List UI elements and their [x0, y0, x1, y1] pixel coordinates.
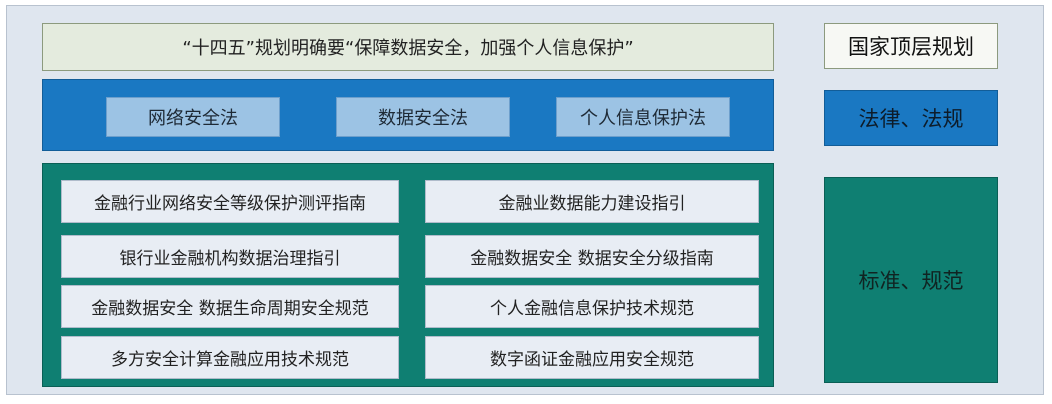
standard-item: 数字函证金融应用安全规范	[425, 336, 759, 379]
law-item-data-security: 数据安全法	[336, 97, 510, 137]
side-label-laws: 法律、法规	[824, 90, 998, 146]
standard-item: 金融行业网络安全等级保护测评指南	[61, 180, 399, 223]
standard-item: 金融数据安全 数据安全分级指南	[425, 235, 759, 278]
side-label-standards: 标准、规范	[824, 177, 998, 383]
standard-item: 金融业数据能力建设指引	[425, 180, 759, 223]
top-banner: “十四五”规划明确要“保障数据安全，加强个人信息保护”	[42, 23, 774, 71]
standard-item: 个人金融信息保护技术规范	[425, 285, 759, 328]
standard-item: 银行业金融机构数据治理指引	[61, 235, 399, 278]
law-item-cybersecurity: 网络安全法	[106, 97, 280, 137]
standard-item: 多方安全计算金融应用技术规范	[61, 336, 399, 379]
law-item-personal-info: 个人信息保护法	[556, 97, 730, 137]
side-label-national-planning: 国家顶层规划	[824, 23, 998, 69]
standard-item: 金融数据安全 数据生命周期安全规范	[61, 285, 399, 328]
